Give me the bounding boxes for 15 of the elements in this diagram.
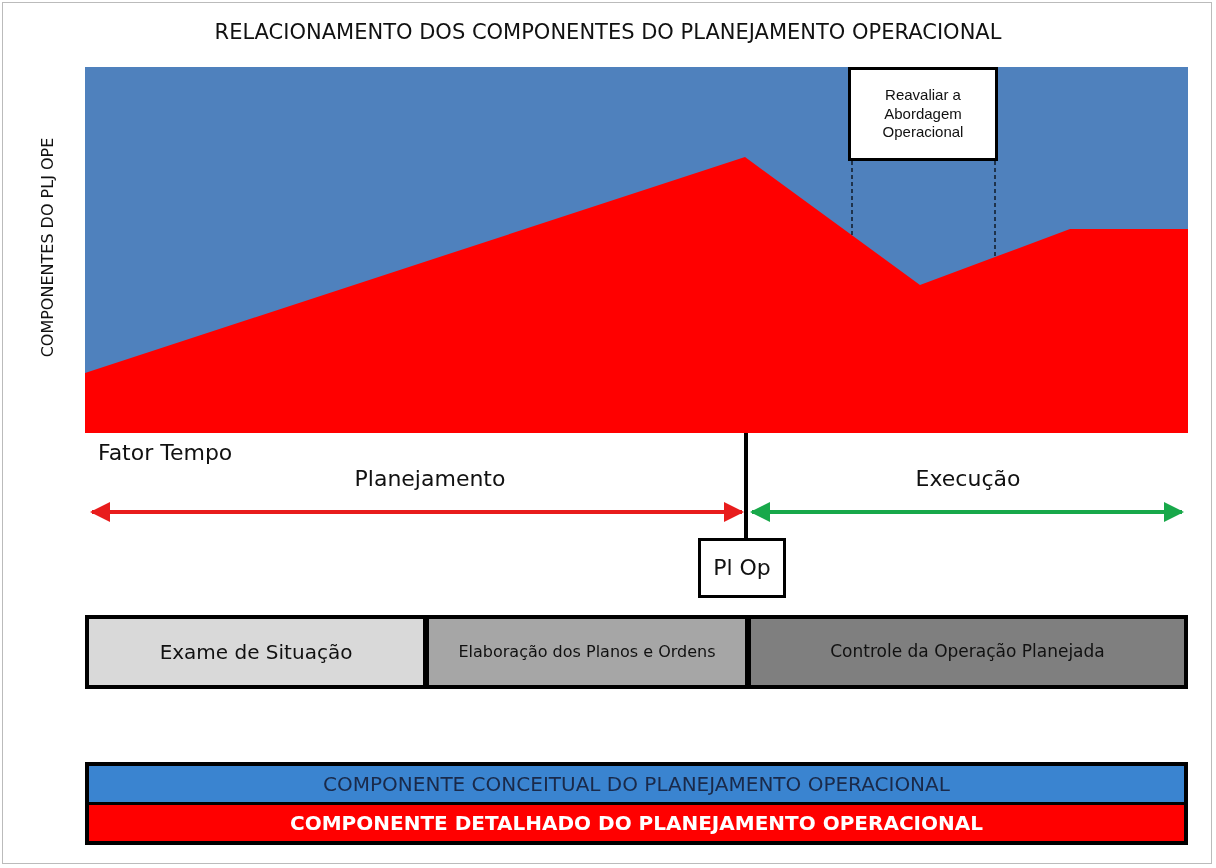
leader-line (994, 160, 996, 258)
phase-box: Elaboração dos Planos e Ordens (425, 615, 749, 689)
legend-bar: COMPONENTE CONCEITUAL DO PLANEJAMENTO OPERACIONAL (89, 766, 1184, 802)
connector-line (744, 433, 748, 538)
axis-label: COMPONENTES DO PLJ OPE (37, 136, 57, 360)
phase-box: Exame de Situação (85, 615, 427, 689)
milestone-box: Pl Op (698, 538, 786, 598)
phase-box: Controle da Operação Planejada (747, 615, 1188, 689)
legend-bar: COMPONENTE DETALHADO DO PLANEJAMENTO OPERACIONAL (89, 805, 1184, 841)
phase-label: Planejamento (353, 466, 507, 491)
diagram-title: RELACIONAMENTO DOS COMPONENTES DO PLANEJAMENTO OPERACIONAL (213, 20, 1003, 44)
leader-line (851, 160, 853, 236)
callout-box: Reavaliar a Abordagem Operacional (848, 67, 998, 161)
axis-label: Fator Tempo (98, 440, 233, 465)
phase-label: Execução (914, 466, 1022, 491)
